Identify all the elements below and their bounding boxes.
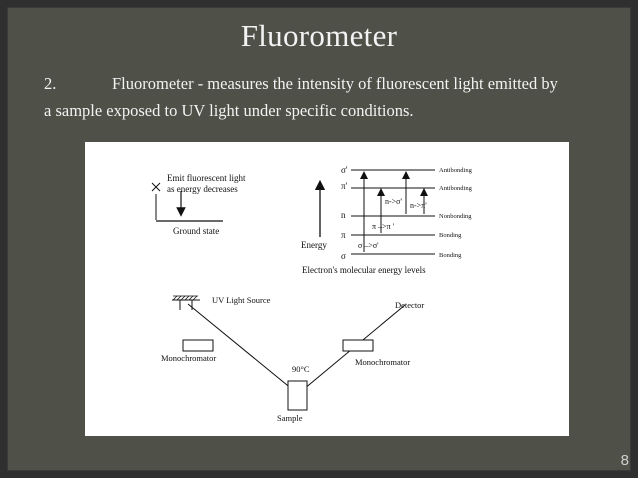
emit-label-2: as energy decreases <box>167 184 238 194</box>
nonbonding-label: Nonbonding <box>439 213 472 220</box>
monochromator-right <box>342 339 374 352</box>
bonding-label-2: Bonding <box>439 252 462 259</box>
angle-label: 90°C <box>292 364 310 374</box>
antibonding-label-2: Antibonding <box>439 185 473 192</box>
body-text-1: Fluorometer - measures the intensity of … <box>112 74 558 93</box>
n-label: n <box>341 210 346 220</box>
energy-caption: Electron's molecular energy levels <box>302 265 426 275</box>
slide-title: Fluorometer <box>240 18 398 53</box>
uv-source-label: UV Light Source <box>212 295 271 305</box>
diagram-svg: Emit fluorescent light as energy decreas… <box>151 165 473 423</box>
page-number: 8 <box>620 452 629 469</box>
sigma-label: σ <box>341 251 346 261</box>
energy-label: Energy <box>301 240 327 250</box>
emission-diagram: Emit fluorescent light as energy decreas… <box>151 173 246 236</box>
uv-source-icon <box>172 295 200 310</box>
fluorometer-figure: Emit fluorescent light as energy decreas… <box>85 142 569 436</box>
emit-label-1: Emit fluorescent light <box>167 173 246 183</box>
antibonding-label-1: Antibonding <box>439 167 473 174</box>
apparatus-diagram: UV Light Source Detector Monochromator M… <box>161 295 424 423</box>
item-number: 2. <box>44 74 57 93</box>
sample-label: Sample <box>277 413 303 423</box>
pi-star-label: π' <box>341 181 348 191</box>
x-mark-icon <box>151 182 161 192</box>
ground-state-label: Ground state <box>173 226 219 236</box>
body-line-1: 2. Fluorometer - measures the intensity o… <box>44 74 558 94</box>
monochromator-left <box>182 339 214 352</box>
sigma-sigma-label: σ –>σ' <box>358 241 379 250</box>
n-pi-label: n->π' <box>410 201 427 210</box>
pi-pi-label: π –>π ' <box>372 222 395 231</box>
body-line-2: a sample exposed to UV light under speci… <box>44 101 414 120</box>
bonding-label-1: Bonding <box>439 232 462 239</box>
sigma-star-label: σ' <box>341 165 348 175</box>
sample-cuvette <box>287 380 308 411</box>
energy-level-diagram: σ' π' n π σ Antibonding Antibonding Nonb… <box>301 165 473 275</box>
pi-label: π <box>341 230 346 240</box>
n-sigma-label: n->σ' <box>385 197 402 206</box>
detector-label: Detector <box>395 300 424 310</box>
excitation-path <box>187 303 299 395</box>
mono-left-label: Monochromator <box>161 353 216 363</box>
mono-right-label: Monochromator <box>355 357 410 367</box>
